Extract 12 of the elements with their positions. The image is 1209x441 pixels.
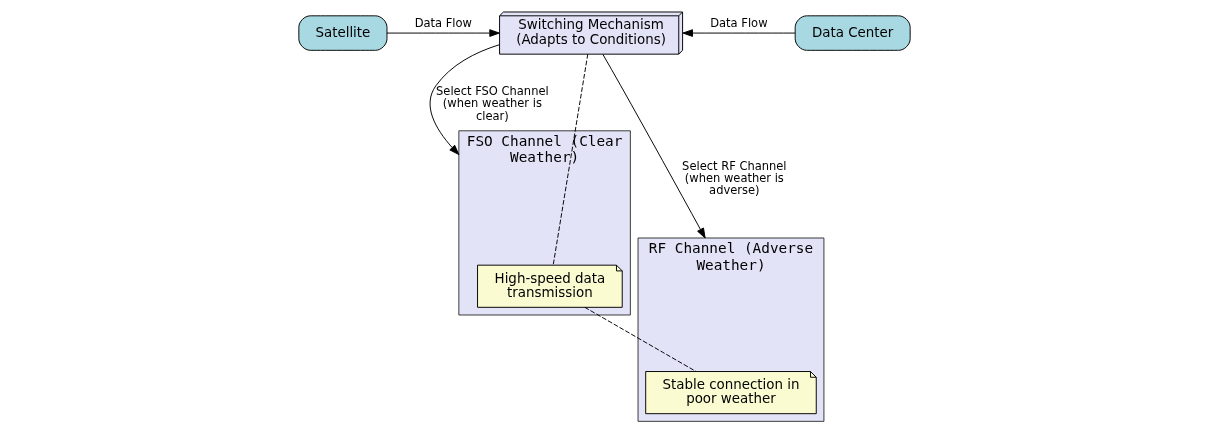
arrow [682,29,796,37]
edge-label: Select RF Channel (when weather is adverse) [682,158,787,198]
arrow [602,53,706,239]
node-box: Data Center [794,15,911,51]
arrow [429,44,500,156]
connector [552,53,589,266]
edge-label: Select FSO Channel (when weather is clear) [436,83,549,123]
edge-label: Data Flow [710,15,768,30]
node-box: Satellite [298,15,388,51]
connector [584,306,697,372]
arrow [386,29,500,37]
edge-label: Data Flow [414,15,472,30]
